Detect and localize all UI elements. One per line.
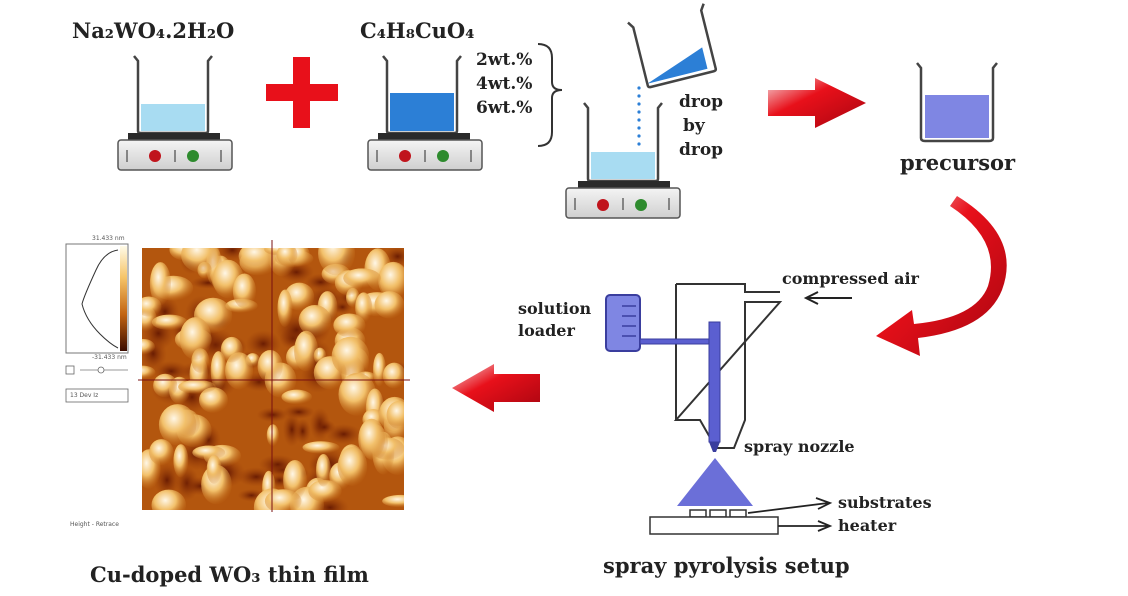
- afm-grain: [264, 489, 302, 510]
- spray-nozzle-label: spray nozzle: [744, 437, 855, 456]
- afm-height-scale: [65, 243, 129, 354]
- afm-channel-dropdown[interactable]: 13 Dev Iz: [70, 392, 99, 399]
- afm-grain: [378, 261, 404, 299]
- afm-grain: [198, 387, 228, 413]
- heater-pointer: [778, 520, 833, 532]
- spray-apparatus: [673, 283, 783, 449]
- spray-nozzle: [708, 321, 721, 452]
- afm-scale-bottom: -31.433 nm: [92, 354, 127, 361]
- afm-grain: [149, 439, 174, 466]
- afm-grain: [151, 489, 187, 510]
- afm-grain: [331, 336, 370, 376]
- concentration-6: 6wt.%: [476, 98, 533, 118]
- afm-grain: [238, 248, 278, 271]
- afm-grain: [149, 262, 172, 306]
- afm-topography-image: [138, 240, 410, 512]
- afm-grain: [308, 479, 342, 503]
- afm-grain: [257, 349, 283, 383]
- afm-grain: [318, 248, 356, 276]
- heater-with-substrates: [649, 509, 779, 535]
- pouring-beaker: [627, 3, 718, 89]
- afm-grain: [337, 447, 368, 486]
- substrates-pointer: [747, 497, 833, 514]
- arrow-to-precursor: [768, 78, 866, 128]
- afm-grain: [374, 291, 404, 319]
- na2wo4-label: Na₂WO₄.2H₂O: [72, 18, 235, 43]
- beaker-mixing: [583, 102, 663, 183]
- compressed-air-label: compressed air: [782, 269, 919, 288]
- afm-grain: [192, 445, 226, 460]
- afm-grain: [142, 338, 155, 355]
- precursor-label: precursor: [900, 150, 1016, 175]
- afm-grain: [153, 373, 178, 398]
- drop-by-drop-label: drop by drop: [679, 90, 723, 162]
- afm-grain: [266, 424, 280, 447]
- solution-loader-line-1: solution: [518, 299, 592, 318]
- solution-loader-label: solution loader: [518, 298, 591, 342]
- afm-grain: [281, 389, 312, 405]
- afm-grain: [220, 336, 243, 363]
- spray-cone: [677, 458, 753, 506]
- drop-text-3: drop: [679, 140, 724, 160]
- afm-grain: [382, 362, 404, 389]
- afm-grain: [294, 330, 319, 372]
- afm-controls: [65, 365, 129, 403]
- hot-plate-3: [565, 181, 681, 219]
- afm-grain: [151, 314, 188, 330]
- afm-grain: [382, 494, 404, 508]
- afm-grain: [232, 273, 256, 309]
- beaker-precursor: [916, 62, 998, 143]
- concentration-brace: [537, 43, 563, 147]
- beaker-copper-acetate: [382, 55, 462, 135]
- hot-plate-2: [367, 133, 483, 171]
- beaker-na2wo4: [133, 55, 213, 135]
- afm-grain: [277, 289, 293, 327]
- afm-grain: [181, 248, 221, 273]
- afm-grain: [355, 292, 373, 323]
- plus-icon: [266, 57, 338, 128]
- drop-text-2: by: [683, 116, 705, 136]
- afm-grain: [386, 400, 404, 429]
- arrow-curved-to-spray: [876, 196, 1007, 356]
- solution-loader-line-2: loader: [518, 321, 575, 340]
- afm-grain: [373, 352, 386, 387]
- concentration-2: 2wt.%: [476, 50, 533, 70]
- afm-grain: [333, 313, 366, 338]
- afm-shadow: [282, 412, 302, 447]
- afm-grain: [302, 441, 340, 454]
- solution-loader: [605, 294, 711, 352]
- heater-label: heater: [838, 516, 897, 535]
- concentration-4: 4wt.%: [476, 74, 533, 94]
- afm-shadow: [312, 419, 336, 435]
- afm-grain: [298, 305, 332, 337]
- afm-grain: [158, 404, 197, 446]
- arrow-to-film: [452, 364, 540, 412]
- afm-grain: [315, 454, 331, 487]
- afm-shadow: [282, 404, 315, 420]
- film-label: Cu-doped WO₃ thin film: [90, 562, 369, 587]
- afm-grain: [179, 317, 212, 360]
- drop-text-1: drop: [679, 92, 724, 112]
- afm-grain: [142, 365, 156, 379]
- afm-shadow: [256, 407, 289, 423]
- afm-grain: [358, 418, 386, 460]
- afm-grain: [206, 455, 222, 484]
- copper-acetate-label: C₄H₈CuO₄: [360, 18, 475, 43]
- afm-scale-top: 31.433 nm: [92, 235, 125, 242]
- spray-setup-title: spray pyrolysis setup: [603, 553, 850, 578]
- afm-grain: [142, 296, 162, 317]
- compressed-air-arrow: [803, 291, 852, 305]
- afm-grain: [343, 268, 382, 288]
- hot-plate-1: [117, 133, 233, 171]
- concentration-list: 2wt.% 4wt.% 6wt.%: [476, 48, 532, 120]
- afm-grain: [178, 380, 216, 394]
- dripping-drops: [637, 86, 641, 146]
- afm-grain: [276, 248, 298, 266]
- afm-footer: Height - Retrace: [70, 521, 119, 528]
- afm-grain: [173, 444, 189, 478]
- substrates-label: substrates: [838, 493, 932, 512]
